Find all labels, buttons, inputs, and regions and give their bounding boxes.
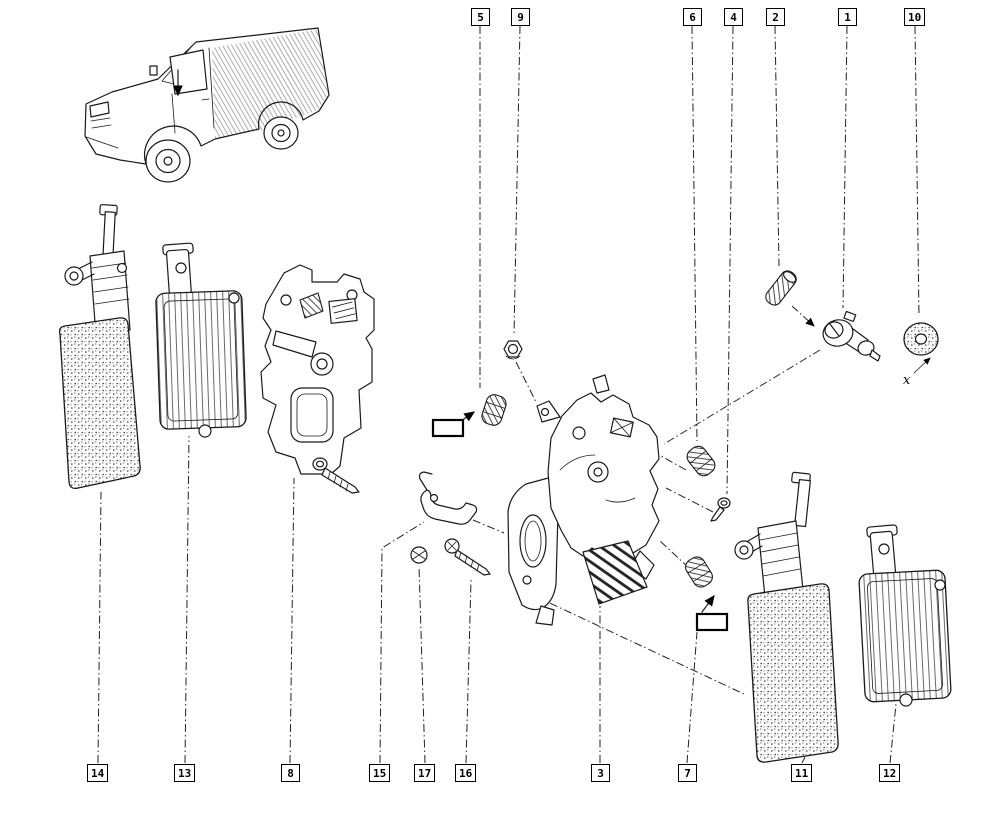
keyhole-slot (829, 323, 840, 337)
part-16-screw (444, 538, 491, 576)
leader-lines (97, 25, 920, 764)
callout-part-13[interactable]: 13 (174, 764, 196, 782)
callout-part-6[interactable]: 6 (683, 8, 702, 26)
clip-7-arrow (701, 595, 715, 613)
clip-7-reference-box (695, 612, 729, 632)
callout-part-8[interactable]: 8 (281, 764, 300, 782)
callout-part-7[interactable]: 7 (678, 764, 697, 782)
part-10-washer (903, 322, 939, 356)
callout-part-17[interactable]: 17 (414, 764, 436, 782)
part-14-lock-actuator (58, 204, 141, 490)
part-4-screw (710, 497, 731, 522)
van-front-wheel (145, 139, 191, 183)
part-8-lock-mechanism (260, 264, 375, 475)
part-12-lock-actuator (858, 524, 952, 707)
callout-part-1[interactable]: 1 (838, 8, 857, 26)
part-8-mount-screw (312, 457, 360, 494)
part-7-clip (685, 556, 713, 588)
part-1-lock-cylinder (822, 310, 881, 362)
callout-part-10[interactable]: 10 (904, 8, 926, 26)
part-9-nut (503, 340, 523, 360)
van-mirror (149, 65, 158, 76)
dimension-x-label: x (903, 373, 911, 388)
part-2-barrel (765, 270, 797, 306)
lock-striped-wedge (582, 540, 648, 605)
washer-dimension-arrow (913, 357, 931, 374)
callout-part-9[interactable]: 9 (511, 8, 530, 26)
part-13-lock-actuator (155, 242, 247, 438)
van-headlight (89, 101, 110, 118)
clip-5-reference-box (431, 418, 465, 438)
part-6-clip (686, 445, 716, 477)
part-11-lock-actuator (734, 471, 839, 763)
van-rear-wheel (263, 116, 299, 150)
callout-part-14[interactable]: 14 (87, 764, 109, 782)
part-17-clip-nut (410, 546, 428, 564)
part-5-clip (481, 394, 507, 426)
callout-part-3[interactable]: 3 (591, 764, 610, 782)
van-door-window (169, 49, 208, 95)
callout-part-15[interactable]: 15 (369, 764, 391, 782)
callout-part-2[interactable]: 2 (766, 8, 785, 26)
callout-part-4[interactable]: 4 (724, 8, 743, 26)
part-15-lever (418, 471, 478, 525)
callout-part-16[interactable]: 16 (455, 764, 477, 782)
callout-part-12[interactable]: 12 (879, 764, 901, 782)
callout-part-5[interactable]: 5 (471, 8, 490, 26)
part-3-lock-assembly (507, 374, 660, 626)
van-illustration (84, 27, 330, 183)
callout-part-11[interactable]: 11 (791, 764, 813, 782)
